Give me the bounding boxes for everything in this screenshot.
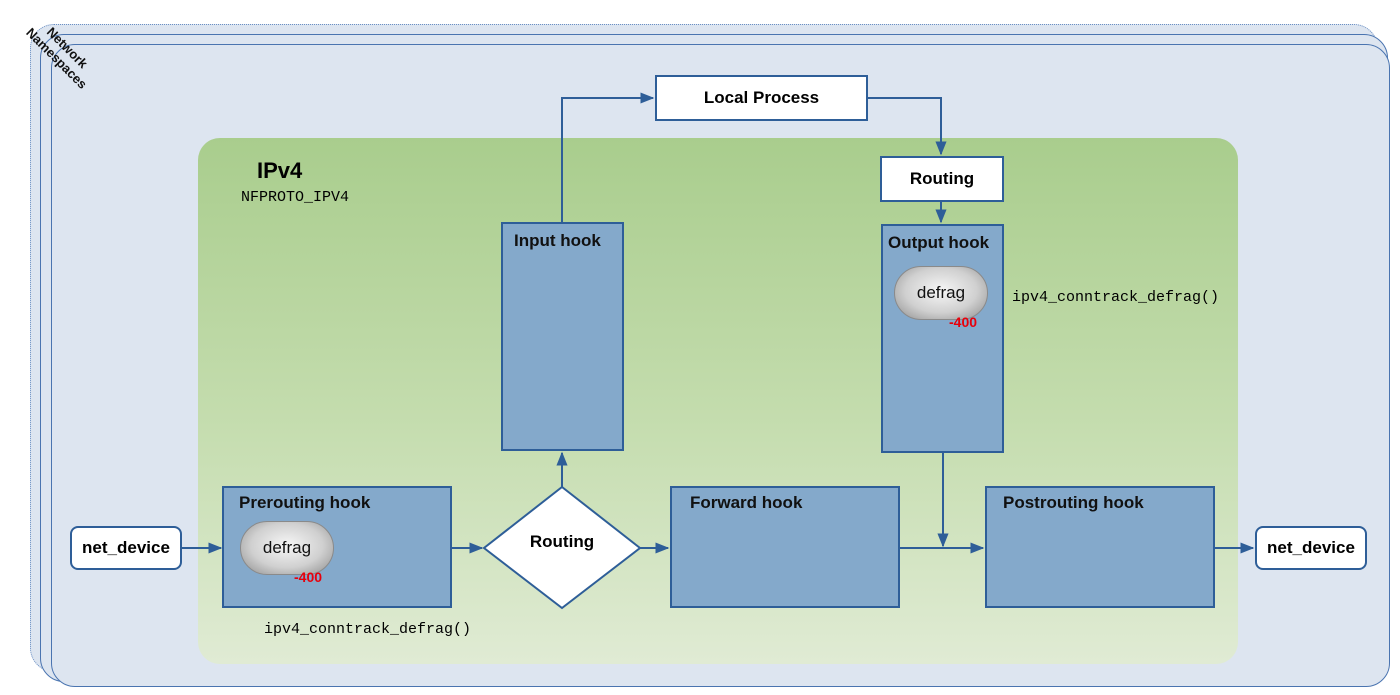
ipv4-title: IPv4 bbox=[257, 158, 303, 183]
output-hook-box bbox=[881, 224, 1004, 453]
defrag-output-priority: -400 bbox=[949, 314, 978, 330]
forward-hook-box bbox=[670, 486, 900, 608]
postrouting-hook-box bbox=[985, 486, 1215, 608]
prerouting-hook-label: Prerouting hook bbox=[239, 493, 371, 512]
defrag-prerouting-function: ipv4_conntrack_defrag() bbox=[264, 621, 472, 638]
local-process-box: Local Process bbox=[655, 75, 868, 121]
postrouting-hook-label: Postrouting hook bbox=[1003, 493, 1144, 512]
arrow-input-to-local-process bbox=[561, 92, 655, 222]
forward-hook-label: Forward hook bbox=[690, 493, 803, 512]
defrag-prerouting-priority: -400 bbox=[294, 569, 323, 585]
input-hook-label: Input hook bbox=[514, 231, 601, 250]
routing-diamond bbox=[482, 485, 642, 610]
defrag-output-function: ipv4_conntrack_defrag() bbox=[1012, 289, 1220, 306]
arrow-local-process-to-routing bbox=[868, 97, 947, 156]
defrag-output: defrag bbox=[894, 266, 988, 320]
ipv4-proto-label: NFPROTO_IPV4 bbox=[241, 189, 350, 206]
input-hook-box bbox=[501, 222, 624, 451]
routing-output-box: Routing bbox=[880, 156, 1004, 202]
net-device-in: net_device bbox=[70, 526, 182, 570]
routing-forward-label: Routing bbox=[529, 532, 595, 551]
net-device-out: net_device bbox=[1255, 526, 1367, 570]
defrag-prerouting: defrag bbox=[240, 521, 334, 575]
output-hook-label: Output hook bbox=[888, 233, 990, 252]
